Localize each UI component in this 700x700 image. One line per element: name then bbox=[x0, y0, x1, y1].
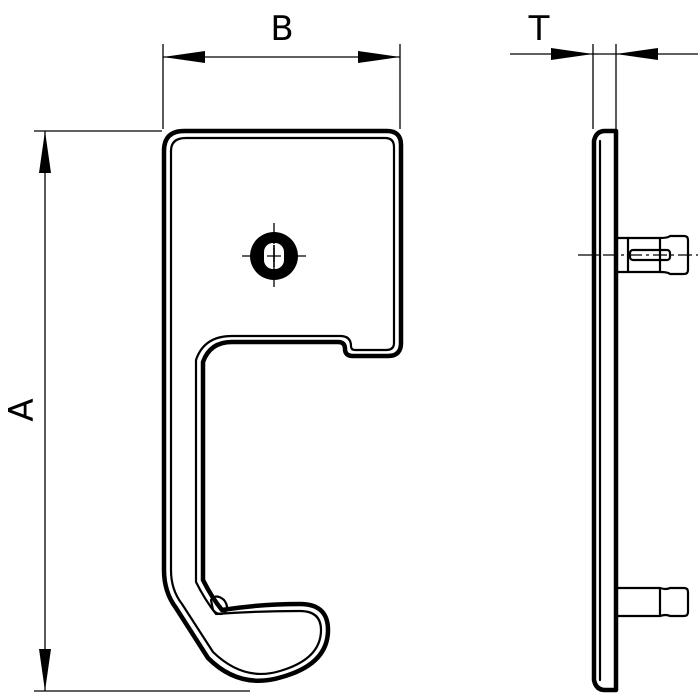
latch-notch bbox=[209, 595, 229, 616]
hook-front-view bbox=[161, 128, 404, 683]
dimension-t-arrow-right bbox=[616, 48, 658, 60]
dimension-b-arrow-right bbox=[358, 51, 400, 63]
upper-peg-outline bbox=[614, 234, 690, 276]
dimension-b-label: B bbox=[270, 9, 293, 49]
mounting-hole bbox=[242, 223, 306, 289]
hook-side-view bbox=[578, 128, 698, 693]
lower-peg-outline bbox=[614, 586, 690, 618]
dimension-t-arrow-left bbox=[551, 48, 593, 60]
dimension-a-arrow-bottom bbox=[39, 649, 51, 691]
dimension-a-arrow-top bbox=[39, 131, 51, 173]
dimension-t: T bbox=[510, 9, 698, 129]
hook-outer-outline bbox=[161, 128, 404, 683]
dimension-b: B bbox=[162, 9, 401, 129]
dimension-t-label: T bbox=[528, 9, 550, 49]
side-plate-outline bbox=[591, 128, 619, 693]
dimension-b-arrow-left bbox=[163, 51, 205, 63]
dimension-a-label: A bbox=[2, 398, 42, 421]
dimension-a: A bbox=[2, 130, 250, 692]
